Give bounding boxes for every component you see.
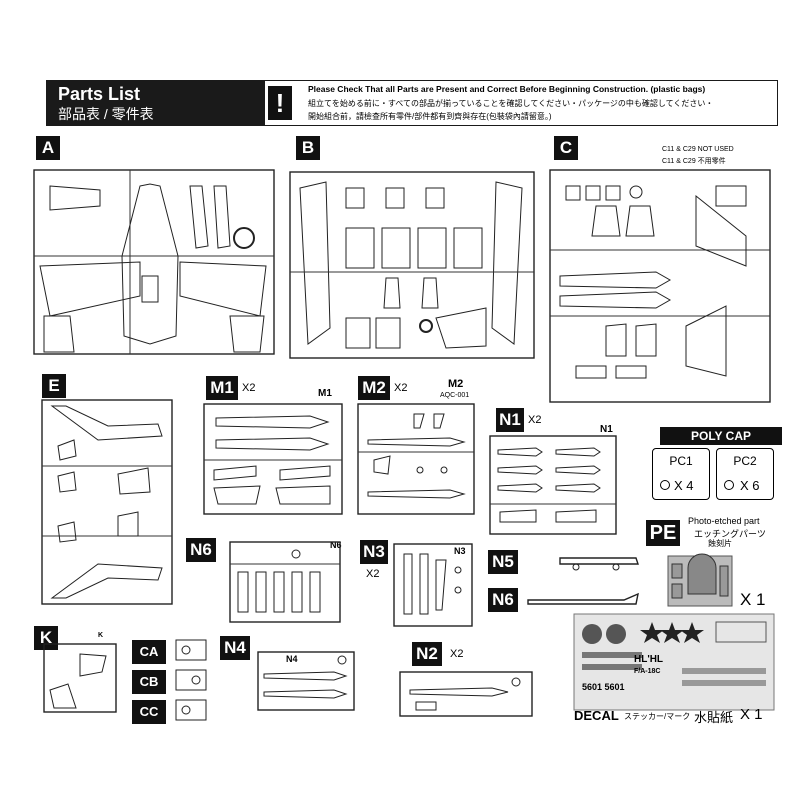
sprue-label-e: E — [42, 374, 66, 398]
n3-quantity: X2 — [366, 568, 380, 580]
notice-ja: 組立てを始める前に・すべての部品が揃っていることを確認してください・パッケージの… — [308, 99, 714, 108]
sprue-k-drawing — [43, 643, 117, 713]
m1-quantity: X2 — [242, 382, 256, 394]
n3-tag: N3 — [454, 546, 466, 556]
sprue-label-n6: N6 — [186, 538, 216, 562]
notice-zh: 開始組合前，請檢查所有零件/部件都有到齊與存在(包裝袋內請留意。) — [308, 112, 552, 121]
pe-desc-ja: エッチングパーツ — [694, 529, 766, 539]
sprue-n6b-drawing — [527, 592, 639, 605]
page-title-zh: 部品表 / 零件表 — [58, 106, 154, 122]
sprue-m2-drawing — [357, 403, 475, 515]
n1-quantity: X2 — [528, 414, 542, 426]
m1-tag: M1 — [318, 388, 332, 399]
polycap-pc1 — [652, 448, 710, 500]
n1-tag: N1 — [600, 424, 613, 435]
decal-sheet-drawing — [573, 613, 775, 711]
page-title: Parts List — [58, 84, 141, 104]
sprue-label-n2: N2 — [412, 642, 442, 666]
clear-sprues-drawing — [175, 639, 207, 721]
m2-code: AQC-001 — [440, 392, 470, 399]
polycap-title: POLY CAP — [660, 427, 782, 445]
sprue-c-drawing — [549, 169, 771, 403]
k-tag: K — [98, 632, 104, 639]
warning-icon: ! — [268, 86, 292, 120]
pe-label: PE — [646, 520, 680, 546]
pc1-ring-icon — [660, 480, 670, 490]
sprue-e-drawing — [41, 399, 173, 605]
sprue-label-m2: M2 — [358, 376, 390, 400]
pc1-name: PC1 — [669, 454, 693, 468]
c-note-zh: C11 & C29 不用零件 — [662, 158, 726, 165]
pc2-name: PC2 — [733, 454, 757, 468]
sprue-n2-drawing — [399, 671, 533, 717]
m2-tag: M2 — [448, 378, 464, 390]
sprue-n5-drawing — [559, 557, 639, 571]
decal-label-ja: ステッカー/マーク — [624, 712, 691, 721]
c-note-en: C11 & C29 NOT USED — [662, 146, 734, 153]
sprue-label-n6b: N6 — [488, 588, 518, 612]
decal-quantity: X 1 — [740, 706, 763, 723]
polycap-pc2 — [716, 448, 774, 500]
notice-box — [264, 80, 778, 126]
sprue-n6-drawing — [229, 541, 341, 623]
sprue-n1-drawing — [489, 435, 617, 535]
decal-label-zh: 水貼紙 — [694, 710, 734, 725]
sprue-a-drawing — [33, 169, 275, 355]
n6-tag: N6 — [330, 540, 342, 550]
decal-label-en: DECAL — [574, 708, 619, 723]
sprue-label-b: B — [296, 136, 320, 160]
pc2-quantity: X 6 — [740, 478, 760, 493]
decal-mark-type: F/A-18C — [634, 668, 661, 675]
sprue-label-a: A — [36, 136, 60, 160]
sprue-label-c: C — [554, 136, 578, 160]
pc2-ring-icon — [724, 480, 734, 490]
sprue-label-ca: CA — [132, 640, 166, 664]
decal-mark-hl: HL'HL — [634, 654, 664, 665]
sprue-b-drawing — [289, 171, 535, 359]
m2-quantity: X2 — [394, 382, 408, 394]
sprue-label-cb: CB — [132, 670, 166, 694]
sprue-m1-drawing — [203, 403, 343, 515]
sprue-label-n5: N5 — [488, 550, 518, 574]
pe-desc-en: Photo-etched part — [688, 516, 760, 526]
pe-fret-drawing — [667, 553, 733, 607]
sprue-label-n1: N1 — [496, 408, 524, 432]
sprue-n4-drawing — [257, 651, 355, 711]
sprue-label-m1: M1 — [206, 376, 238, 400]
sprue-label-cc: CC — [132, 700, 166, 724]
pe-quantity: X 1 — [740, 590, 766, 609]
n2-quantity: X2 — [450, 648, 464, 660]
sprue-n3-drawing — [393, 543, 473, 627]
pc1-quantity: X 4 — [674, 478, 694, 493]
sprue-label-n4: N4 — [220, 636, 250, 660]
pe-desc-zh: 蝕刻片 — [708, 539, 732, 548]
notice-en: Please Check That all Parts are Present … — [308, 84, 706, 94]
sprue-label-k: K — [34, 626, 58, 650]
sprue-label-n3: N3 — [360, 540, 388, 564]
decal-mark-number: 5601 5601 — [582, 682, 625, 692]
n4-tag: N4 — [286, 654, 298, 664]
